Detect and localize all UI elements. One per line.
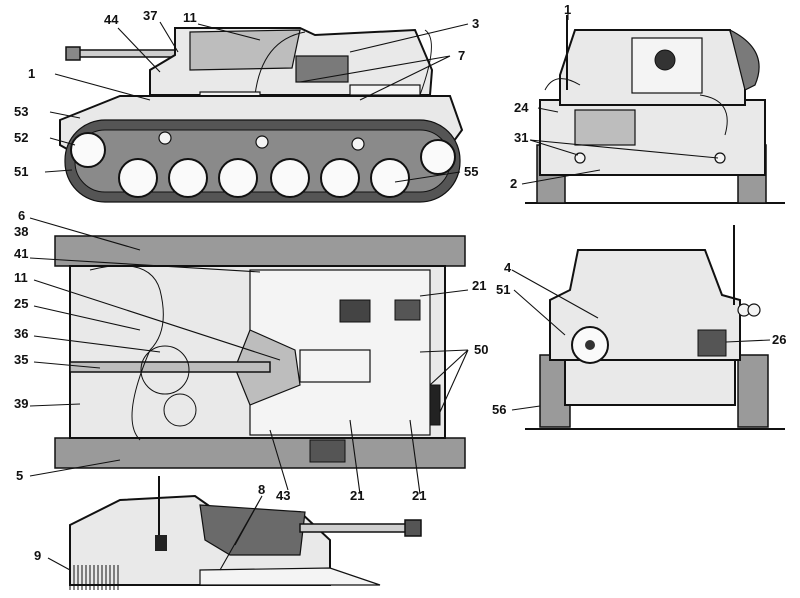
antenna-bottom [158, 476, 160, 536]
ground-line [525, 202, 785, 204]
lower-hull [539, 99, 766, 176]
callout-38: 38 [14, 224, 28, 239]
bottom-callout-lines [47, 495, 263, 571]
road-wheel [370, 158, 410, 198]
callout-25: 25 [14, 296, 28, 311]
gun-shield [189, 29, 301, 71]
callout-26: 26 [772, 332, 786, 347]
callout-11: 11 [183, 10, 197, 25]
road-wheel [270, 158, 310, 198]
rear-box [349, 84, 421, 96]
callout-41: 41 [14, 246, 28, 261]
spare-wheel-top [140, 345, 190, 395]
callout-6: 6 [18, 208, 25, 223]
canvas-frame [254, 29, 432, 96]
antenna [566, 15, 568, 90]
callout-4: 4 [504, 260, 512, 275]
return-roller [351, 137, 365, 151]
tow-hook [574, 152, 586, 164]
callout-50: 50 [474, 342, 488, 357]
callout-21-a: 21 [472, 278, 486, 293]
callout-35: 35 [14, 352, 28, 367]
breech [299, 349, 371, 383]
front-callout-lines [511, 269, 771, 411]
callout-53: 53 [14, 104, 28, 119]
canvas-cover [729, 28, 760, 91]
top-fender [54, 235, 466, 267]
bottom-fender [54, 437, 466, 469]
callout-55: 55 [464, 164, 478, 179]
callout-21-b: 21 [350, 488, 364, 503]
ammo-rack [394, 299, 421, 321]
road-wheel [168, 158, 208, 198]
callout-11-top: 11 [14, 270, 28, 285]
callout-24: 24 [514, 100, 529, 115]
callout-44: 44 [104, 12, 119, 27]
idler-wheel [420, 139, 456, 175]
box-bottom [155, 535, 167, 551]
top-callout-lines [29, 217, 469, 495]
stowage-right [429, 384, 441, 426]
spare-wheel [654, 49, 676, 71]
callout-51: 51 [14, 164, 28, 179]
grille [69, 565, 119, 590]
antenna-front [733, 225, 735, 305]
top-view: 6 38 41 11 25 36 35 39 5 43 21 21 21 50 [14, 208, 488, 503]
rear-callout-lines [521, 14, 719, 185]
radio-box [339, 299, 371, 323]
side-view: 44 37 11 3 7 1 53 52 51 55 [14, 8, 479, 203]
callout-1-rear: 1 [564, 2, 571, 17]
headlight [747, 303, 761, 317]
rear-deck [199, 567, 381, 586]
bottom-view: 8 9 [34, 476, 422, 590]
hatch [163, 393, 197, 427]
callout-1: 1 [28, 66, 35, 81]
rear-panel [574, 109, 636, 146]
callout-36: 36 [14, 326, 28, 341]
rear-view: 1 24 31 2 [510, 2, 785, 204]
seat [309, 439, 346, 463]
road-wheels [70, 131, 456, 198]
tow-cable [89, 265, 164, 441]
callout-8: 8 [258, 482, 265, 497]
callout-2: 2 [510, 176, 517, 191]
exhaust-pipes [544, 78, 728, 136]
spare-wheel-hub [585, 340, 595, 350]
front-glacis [564, 359, 736, 406]
callout-37: 37 [143, 8, 157, 23]
callout-56: 56 [492, 402, 506, 417]
callout-39: 39 [14, 396, 28, 411]
callout-lines [44, 21, 469, 183]
canvas-cover-side [199, 504, 306, 556]
gun-barrel-side [299, 523, 411, 533]
front-view: 4 51 26 56 [492, 225, 786, 430]
drive-sprocket [70, 132, 106, 168]
road-wheel [320, 158, 360, 198]
return-roller [158, 131, 172, 145]
callout-3: 3 [472, 16, 479, 31]
radiator [697, 329, 727, 357]
muzzle-brake [65, 46, 81, 61]
callout-51-front: 51 [496, 282, 510, 297]
callout-31: 31 [514, 130, 528, 145]
callout-21-c: 21 [412, 488, 426, 503]
callout-7: 7 [458, 48, 465, 63]
callout-9: 9 [34, 548, 41, 563]
muzzle-side [404, 519, 422, 537]
road-wheel [118, 158, 158, 198]
road-wheel [218, 158, 258, 198]
right-track-front [737, 354, 769, 428]
ground-line-front [525, 428, 785, 430]
callout-5: 5 [16, 468, 23, 483]
gun-barrel-top [69, 361, 271, 373]
return-roller [255, 135, 269, 149]
callout-52: 52 [14, 130, 28, 145]
callout-43: 43 [276, 488, 290, 503]
